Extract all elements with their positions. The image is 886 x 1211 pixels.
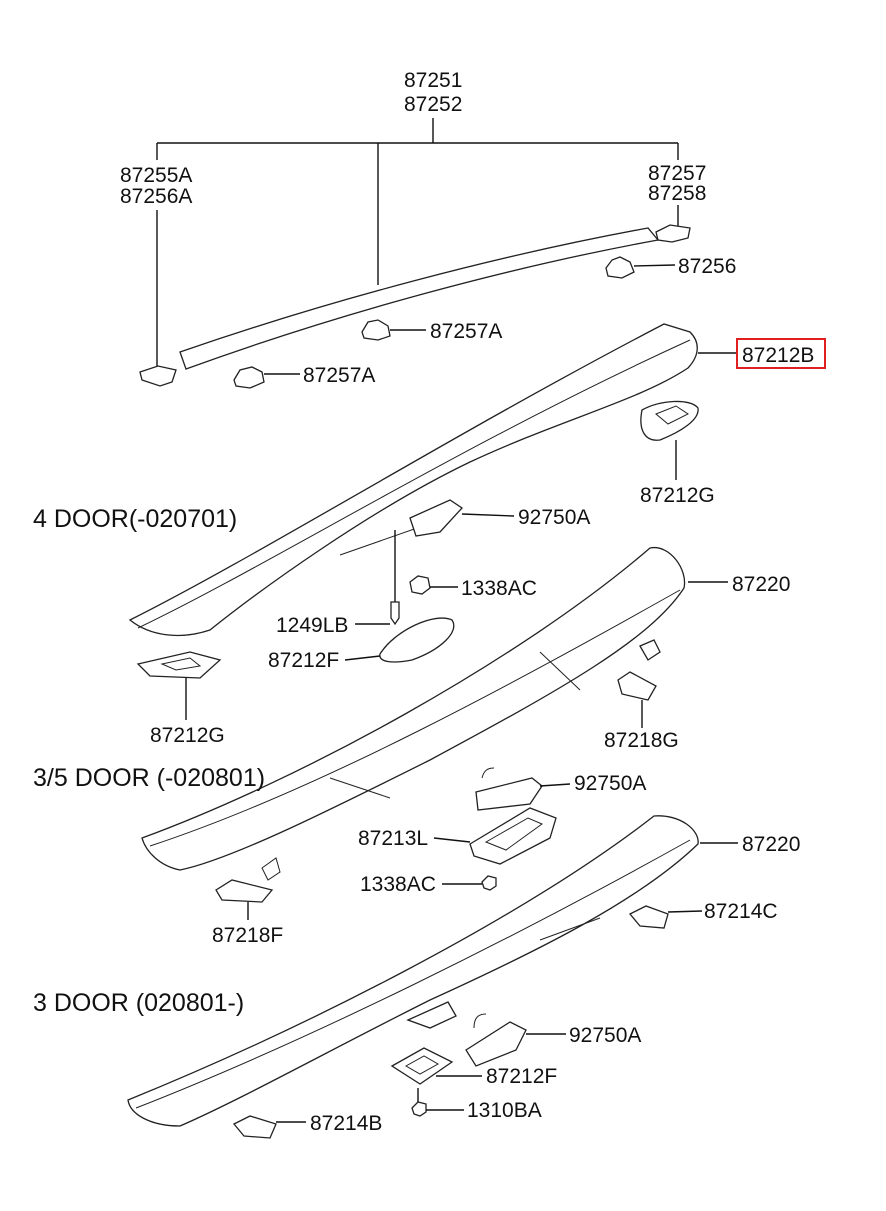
clip-87257A-1: [361, 319, 391, 341]
section-3door: 3 DOOR (020801-): [33, 989, 244, 1017]
label-87256: 87256: [678, 255, 736, 278]
clip-87257A-2: [233, 366, 265, 389]
clip-87257-top: [655, 224, 691, 243]
label-87214C: 87214C: [704, 900, 778, 923]
label-87258: 87258: [648, 182, 706, 205]
spoiler-3door: [127, 815, 699, 1127]
housing-87213L: [469, 807, 557, 865]
pad-87212G-left: [136, 651, 222, 679]
label-87212G-top: 87212G: [640, 484, 715, 507]
bracket-87218G: [617, 671, 657, 701]
clip-87214C: [628, 905, 669, 929]
clip-87214B: [232, 1115, 277, 1139]
highlight-box: [736, 338, 826, 369]
spoiler-35door: [141, 547, 686, 871]
spoiler-4door-edge: [137, 339, 691, 629]
label-87213L: 87213L: [358, 827, 428, 850]
nut-1310BA: [411, 1101, 427, 1117]
clip-87255A: [139, 365, 177, 387]
label-87257A-1: 87257A: [430, 320, 502, 343]
spoiler-3door-edge: [135, 839, 691, 1109]
label-87212F-1: 87212F: [268, 649, 339, 672]
label-87214B: 87214B: [310, 1112, 382, 1135]
label-92750A-3: 92750A: [569, 1024, 641, 1047]
label-87252: 87252: [404, 93, 462, 116]
lamp-92750A-2: [475, 777, 543, 811]
bracket-87218F: [215, 879, 274, 903]
label-87218G: 87218G: [604, 729, 679, 752]
label-1310BA: 1310BA: [467, 1099, 542, 1122]
gasket-87212F-1: [379, 617, 455, 663]
label-1338AC-2: 1338AC: [360, 873, 436, 896]
label-87212G-left: 87212G: [150, 724, 225, 747]
label-87251: 87251: [404, 69, 462, 92]
molding-strip: [179, 227, 660, 370]
section-4door: 4 DOOR(-020701): [33, 505, 237, 533]
label-87212F-2: 87212F: [486, 1065, 557, 1088]
lamp-92750A-1: [409, 499, 463, 537]
section-35door: 3/5 DOOR (-020801): [33, 764, 265, 792]
label-87220-1: 87220: [732, 573, 790, 596]
label-87220-2: 87220: [742, 833, 800, 856]
label-87257A-2: 87257A: [303, 364, 375, 387]
screw-1249LB: [390, 601, 400, 626]
label-87212B: 87212B: [742, 344, 814, 367]
lamp-92750A-3: [465, 1021, 527, 1067]
label-92750A-1: 92750A: [518, 506, 590, 529]
spoiler-35door-edge: [149, 589, 681, 847]
gasket-87212F-2: [390, 1047, 454, 1085]
nut-1338AC-1: [409, 575, 431, 595]
label-87256A: 87256A: [120, 185, 192, 208]
label-87218F: 87218F: [212, 924, 283, 947]
nut-1338AC-2: [481, 875, 497, 891]
clip-87256: [605, 256, 635, 279]
label-1338AC-1: 1338AC: [461, 577, 537, 600]
label-92750A-2: 92750A: [574, 772, 646, 795]
pad-87212G-top: [640, 400, 699, 441]
label-1249LB: 1249LB: [276, 614, 348, 637]
label-87255A: 87255A: [120, 164, 192, 187]
label-87257: 87257: [648, 162, 706, 185]
leader-lines-top: [156, 118, 679, 368]
